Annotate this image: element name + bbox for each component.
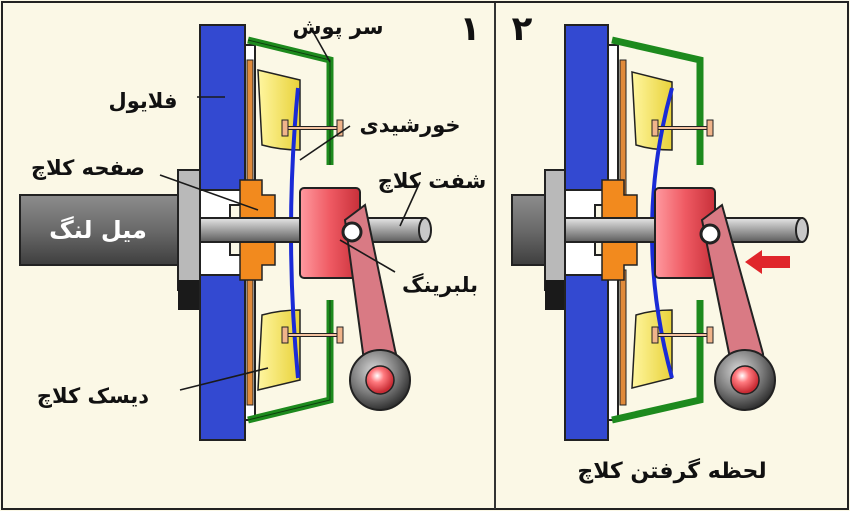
arrow-left-icon	[745, 250, 790, 274]
leader-lines-1	[159, 29, 421, 391]
panel-2: ۲ لحظه گرفتن کلاچ	[511, 9, 809, 484]
label-clutch-plate: صفحه کلاچ	[31, 156, 145, 181]
label-release-bearing: بلبرینگ	[402, 272, 478, 297]
panel-2-number: ۲	[512, 9, 533, 49]
crankshaft	[19, 194, 181, 266]
label-crankshaft: میل لنگ	[49, 216, 147, 244]
fork-pivot	[341, 221, 363, 243]
rivets-upper	[281, 119, 344, 137]
flywheel-lower-2	[564, 274, 609, 441]
panel-2-caption: لحظه گرفتن کلاچ	[577, 457, 766, 484]
panel-1: ۱ سر پوش فلایول خورشیدی صفحه کلاچ شفت کل…	[19, 9, 487, 441]
label-clutch-shaft: شفت کلاچ	[378, 169, 487, 194]
label-flywheel: فلایول	[109, 89, 178, 113]
fork-ball	[365, 365, 395, 395]
flywheel-lower	[199, 274, 246, 441]
crankshaft-bolt	[178, 280, 200, 310]
panel-1-number: ۱	[460, 9, 481, 49]
friction-lining-lower	[246, 269, 254, 406]
friction-lining-upper	[246, 59, 254, 196]
label-diaphragm-spring: خورشیدی	[360, 113, 461, 137]
label-clutch-disc: دیسک کلاچ	[37, 384, 149, 409]
rivets-lower	[281, 326, 344, 344]
label-cover: سر پوش	[292, 15, 383, 39]
pressure-plate-lower	[257, 309, 301, 391]
flywheel-upper-2	[564, 24, 609, 191]
flywheel-upper	[199, 24, 246, 191]
